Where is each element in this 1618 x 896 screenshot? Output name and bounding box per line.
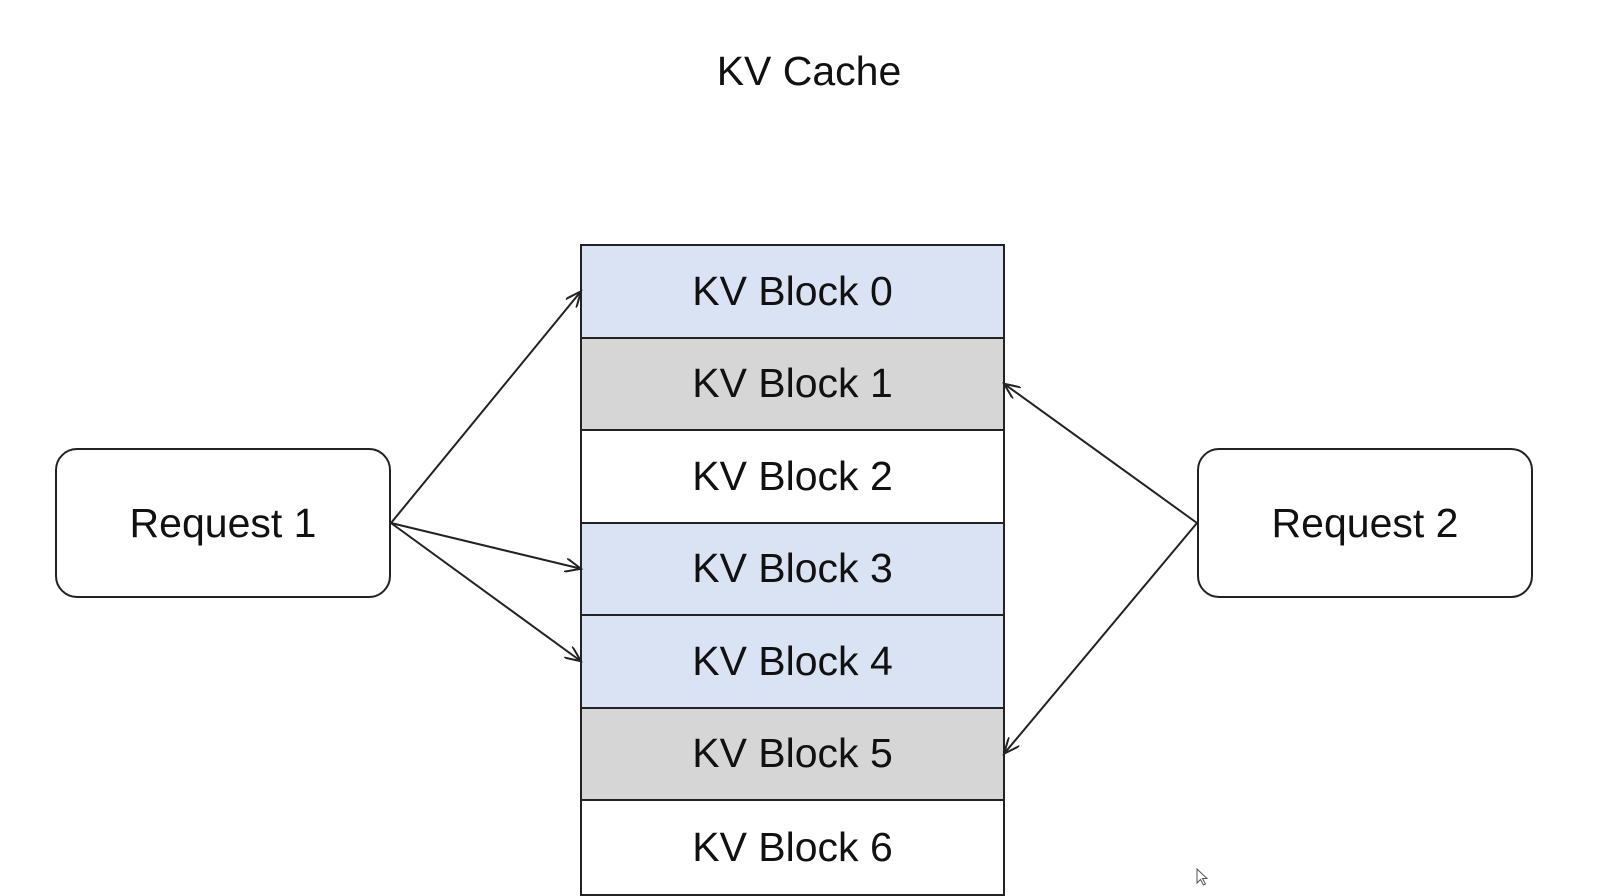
arrow-request-2-to-block-1 xyxy=(1004,384,1198,524)
kv-block-6: KV Block 6 xyxy=(582,801,1003,894)
diagram-title: KV Cache xyxy=(716,48,902,94)
kv-block-1: KV Block 1 xyxy=(582,338,1003,431)
request-2-node: Request 2 xyxy=(1197,448,1533,598)
arrow-request-1-to-block-3 xyxy=(390,522,581,569)
arrow-request-1-to-block-4 xyxy=(390,522,581,661)
kv-block-2: KV Block 2 xyxy=(582,431,1003,524)
kv-block-0: KV Block 0 xyxy=(582,246,1003,339)
mouse-cursor-icon xyxy=(1196,868,1209,886)
request-1-node: Request 1 xyxy=(55,448,391,598)
kv-block-3: KV Block 3 xyxy=(582,523,1003,616)
kv-block-5: KV Block 5 xyxy=(582,708,1003,801)
arrow-request-1-to-block-0 xyxy=(390,291,581,524)
kv-block-4: KV Block 4 xyxy=(582,616,1003,709)
arrow-request-2-to-block-5 xyxy=(1004,522,1198,754)
